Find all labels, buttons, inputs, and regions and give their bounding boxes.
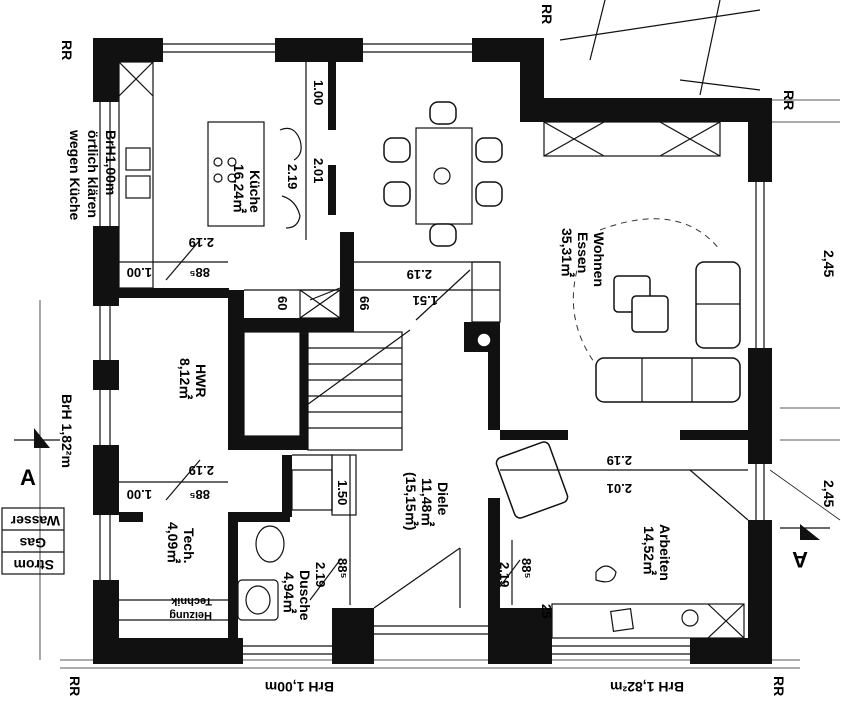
dim-2-19-shower: 2.19	[313, 562, 328, 587]
room-tech-area: 4,09㎡	[165, 522, 181, 563]
room-kitchen: Küche 16,24㎡	[231, 164, 263, 213]
section-mark-label-right: A	[792, 547, 808, 572]
utility-gas: Gas	[19, 535, 46, 551]
living-furniture	[543, 121, 741, 403]
window-height-left: BrH 1,82²m	[59, 394, 75, 468]
room-kitchen-name: Küche	[247, 170, 263, 213]
dim-88-study: 88⁵	[519, 558, 534, 579]
kitchen-fixtures	[118, 61, 302, 289]
guide-lines	[39, 0, 841, 669]
room-shower: Dusche 4,94㎡	[281, 570, 313, 621]
room-kitchen-area: 16,24㎡	[231, 164, 247, 213]
room-hall-area: 11,48㎡	[419, 478, 435, 526]
room-shower-name: Dusche	[297, 570, 313, 621]
dim-1-00-top: 1.00	[311, 80, 326, 105]
room-shower-area: 4,94㎡	[281, 572, 297, 613]
kitchen-note-line-3: wegen Küche	[67, 129, 83, 220]
room-utility-name: HWR	[193, 364, 209, 397]
utility-power: Strom	[14, 557, 54, 573]
dimension-lines	[119, 62, 748, 605]
dim-2-01-kitchen: 2.01	[311, 158, 326, 183]
room-tech-name: Tech.	[181, 528, 197, 564]
dim-1-51: 1.51	[413, 293, 438, 308]
walls	[93, 38, 772, 664]
room-heating: Heizung Technik	[169, 595, 212, 621]
dim-2-19-kitchen: 2.19	[285, 164, 300, 189]
room-hall-name: Diele	[435, 482, 451, 516]
corner-mark-top: RR	[539, 4, 555, 24]
section-mark-label-left: A	[20, 465, 36, 490]
dim-2-19-hwr-top: 2.19	[189, 235, 214, 250]
window-height-bottom-right: BrH 1,82²m	[610, 679, 684, 695]
dim-88-hwr-bottom: 88⁵	[189, 487, 210, 502]
kitchen-note: BrH1,00m örtlich klären wegen Küche	[67, 129, 119, 220]
room-utility: HWR 8,12㎡	[177, 358, 209, 399]
dim-25: 25	[539, 604, 554, 618]
room-utility-area: 8,12㎡	[177, 358, 193, 399]
section-mark-right	[780, 524, 830, 540]
room-study: Arbeiten 14,52㎡	[641, 524, 673, 581]
room-study-area: 14,52㎡	[641, 526, 657, 575]
room-living-name-1: Wohnen	[591, 232, 607, 287]
staircase	[243, 329, 411, 451]
dim-1-00-hwr-bottom: 1.00	[127, 487, 152, 502]
room-heating-sub: Technik	[170, 595, 212, 607]
dim-2-19-study-top: 2.19	[607, 453, 632, 468]
right-edge-mark-2: 2,45	[821, 480, 837, 507]
corner-mark-top-left: RR	[59, 40, 75, 60]
room-living: Wohnen Essen 35,31㎡	[559, 228, 607, 287]
corner-mark-bottom-right: RR	[771, 676, 787, 696]
room-living-name-2: Essen	[575, 232, 591, 273]
bathroom-fixtures	[119, 469, 333, 621]
room-tech: Tech. 4,09㎡	[165, 522, 197, 564]
room-heating-name: Heizung	[169, 609, 212, 621]
window-height-bottom-left: BrH 1,00m	[265, 679, 334, 695]
dining-table	[383, 101, 503, 247]
windows	[99, 43, 765, 655]
section-mark-left	[14, 428, 60, 448]
room-hall: Diele 11,48㎡ (15,15㎡)	[403, 472, 451, 530]
dim-2-19-hwr-bottom: 2.19	[189, 463, 214, 478]
dim-1-00-hwr-top: 1.00	[127, 265, 152, 280]
utilities-box	[1, 507, 65, 575]
room-living-area: 35,31㎡	[559, 228, 575, 277]
corner-mark-bottom-left: RR	[67, 676, 83, 696]
study-furniture	[495, 441, 749, 639]
room-hall-area-total: (15,15㎡)	[403, 472, 419, 530]
kitchen-note-line-2: örtlich klären	[85, 130, 101, 218]
dim-2-19-stair: 2.19	[407, 267, 432, 282]
utility-water: Wasser	[10, 513, 60, 529]
hall-details	[292, 261, 501, 609]
kitchen-note-line-1: BrH1,00m	[103, 130, 119, 195]
corner-mark-right: RR	[781, 90, 797, 110]
dim-88-hwr-top: 88⁵	[189, 265, 210, 280]
room-study-name: Arbeiten	[657, 524, 673, 581]
right-edge-mark-1: 2,45	[821, 250, 837, 277]
dim-60: 60	[275, 296, 290, 310]
dim-88-shower: 88⁵	[335, 558, 350, 579]
dim-2-01-study: 2.01	[607, 481, 632, 496]
dim-2-19-study: 2.19	[497, 562, 512, 587]
dim-1-50: 1.50	[335, 480, 350, 505]
dim-66: 66	[357, 296, 372, 310]
